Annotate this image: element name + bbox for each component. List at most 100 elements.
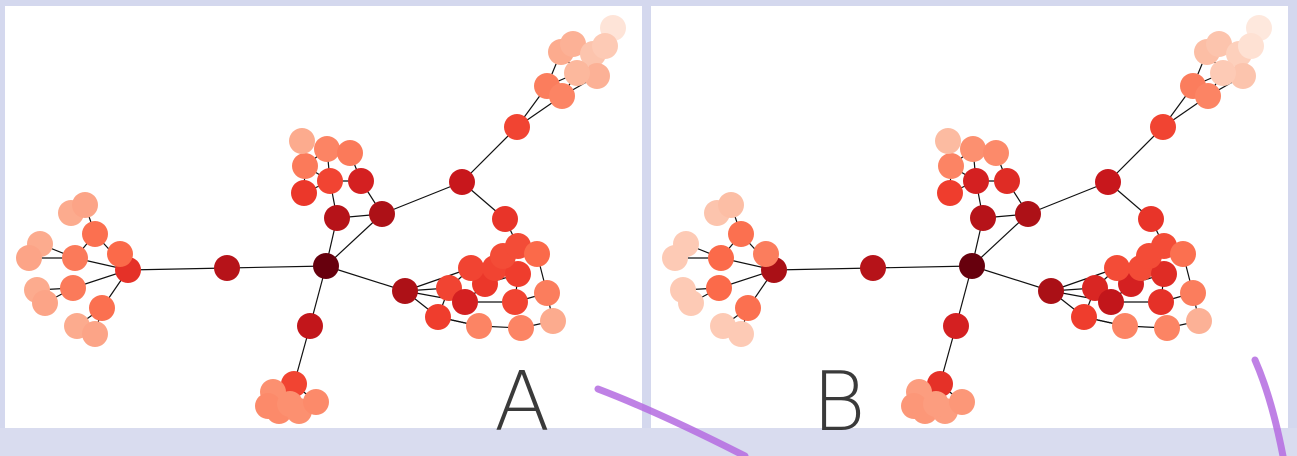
graph-node [949, 389, 975, 415]
graph-node [1015, 201, 1041, 227]
graph-edge [226, 265, 327, 269]
graph-node [935, 128, 961, 154]
graph-node [994, 168, 1020, 194]
graph-node [718, 192, 744, 218]
graph-node [1095, 169, 1121, 195]
graph-node [72, 192, 98, 218]
graph-node [1238, 33, 1264, 59]
graph-node [297, 313, 323, 339]
graph-node [728, 321, 754, 347]
graph-node [1195, 83, 1221, 109]
graph-node [1098, 289, 1124, 315]
graph-node [466, 313, 492, 339]
graph-node [452, 289, 478, 315]
graph-node [314, 136, 340, 162]
graph-node [524, 241, 550, 267]
graph-node [1038, 278, 1064, 304]
graph-node [392, 278, 418, 304]
graph-node [324, 205, 350, 231]
graph-node [1148, 289, 1174, 315]
graph-edge [127, 267, 228, 271]
graph-edge [325, 265, 406, 292]
graph-node [753, 241, 779, 267]
graph-node [292, 153, 318, 179]
graph-node [1138, 206, 1164, 232]
graph-node [508, 315, 534, 341]
graph-node [1206, 31, 1232, 57]
graph-node [449, 169, 475, 195]
graph-node [337, 140, 363, 166]
graph-node [1071, 304, 1097, 330]
graph-node [708, 245, 734, 271]
graph-node [502, 289, 528, 315]
graph-node [860, 255, 886, 281]
graph-node [16, 245, 42, 271]
graph-panel-a [5, 6, 642, 428]
graph-edge [773, 267, 874, 271]
graph-node [82, 321, 108, 347]
graph-node [313, 253, 339, 279]
graph-node [662, 245, 688, 271]
graph-edge [971, 265, 1052, 292]
graph-node [281, 371, 307, 397]
graph-node [706, 275, 732, 301]
graph-node [1180, 280, 1206, 306]
graph-node [534, 280, 560, 306]
graph-node [564, 60, 590, 86]
graph-edge [381, 181, 463, 215]
graph-node [943, 313, 969, 339]
graph-node [504, 114, 530, 140]
graph-node [963, 168, 989, 194]
graph-panel-b [651, 6, 1288, 428]
graph-node [560, 31, 586, 57]
graph-node [1151, 261, 1177, 287]
graph-node [60, 275, 86, 301]
graph-node [1154, 315, 1180, 341]
graph-node [923, 391, 949, 417]
graph-node [303, 389, 329, 415]
graph-node [1112, 313, 1138, 339]
graph-node [1210, 60, 1236, 86]
graph-node [927, 371, 953, 397]
panel-label-a: A [494, 355, 551, 450]
graph-node [678, 290, 704, 316]
graph-node [505, 261, 531, 287]
graph-node [32, 290, 58, 316]
graph-node [960, 136, 986, 162]
graph-node [1104, 255, 1130, 281]
graph-node [735, 295, 761, 321]
graph-node [62, 245, 88, 271]
graph-node [983, 140, 1009, 166]
graph-node [369, 201, 395, 227]
graph-node [289, 128, 315, 154]
graph-node [277, 391, 303, 417]
graph-node [458, 255, 484, 281]
network-graph-b [662, 15, 1272, 424]
bottom-strip [0, 428, 1297, 456]
graph-node [540, 308, 566, 334]
graph-node [970, 205, 996, 231]
graph-node [214, 255, 240, 281]
graph-node [1186, 308, 1212, 334]
graph-node [348, 168, 374, 194]
graph-node [1230, 63, 1256, 89]
panel-label-b: B [812, 355, 866, 450]
graph-node [1170, 241, 1196, 267]
graph-edge [1027, 181, 1109, 215]
graph-node [938, 153, 964, 179]
graph-node [584, 63, 610, 89]
graph-node [82, 221, 108, 247]
graph-node [291, 180, 317, 206]
graph-node [937, 180, 963, 206]
graph-node [492, 206, 518, 232]
graph-node [425, 304, 451, 330]
graph-node [89, 295, 115, 321]
graph-node [1150, 114, 1176, 140]
graph-edge [872, 265, 973, 269]
graph-node [107, 241, 133, 267]
graph-node [728, 221, 754, 247]
graph-node [592, 33, 618, 59]
network-graph-a [16, 15, 626, 424]
graph-node [959, 253, 985, 279]
graph-node [549, 83, 575, 109]
